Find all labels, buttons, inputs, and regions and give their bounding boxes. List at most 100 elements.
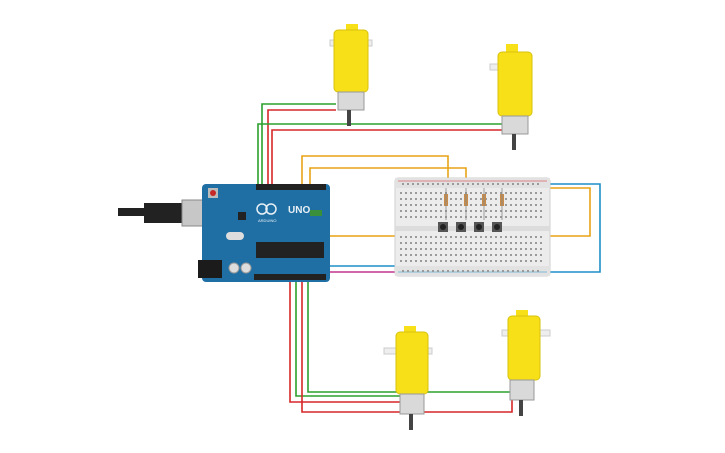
breadboard-hole <box>465 254 467 256</box>
breadboard-hole <box>515 192 517 194</box>
breadboard-hole <box>420 204 422 206</box>
breadboard-rail-hole <box>492 270 494 272</box>
breadboard-rail-hole <box>422 183 424 185</box>
breadboard-hole <box>425 242 427 244</box>
breadboard-rail-hole <box>447 183 449 185</box>
breadboard-hole <box>420 236 422 238</box>
breadboard-hole <box>515 210 517 212</box>
breadboard-hole <box>445 242 447 244</box>
breadboard-hole <box>435 216 437 218</box>
breadboard-hole <box>455 204 457 206</box>
breadboard-hole <box>420 210 422 212</box>
breadboard-hole <box>480 242 482 244</box>
breadboard-hole <box>510 216 512 218</box>
breadboard-hole <box>440 204 442 206</box>
resistors <box>444 188 504 220</box>
breadboard-hole <box>515 254 517 256</box>
breadboard-hole <box>510 198 512 200</box>
breadboard <box>394 177 551 277</box>
breadboard-hole <box>400 254 402 256</box>
breadboard-hole <box>405 198 407 200</box>
breadboard-hole <box>450 210 452 212</box>
breadboard-hole <box>425 248 427 250</box>
breadboard-hole <box>530 204 532 206</box>
breadboard-hole <box>400 192 402 194</box>
breadboard-hole <box>520 236 522 238</box>
breadboard-hole <box>540 210 542 212</box>
breadboard-hole <box>430 248 432 250</box>
breadboard-hole <box>435 210 437 212</box>
pushbuttons[interactable] <box>438 222 502 232</box>
breadboard-rail-hole <box>497 183 499 185</box>
breadboard-hole <box>405 242 407 244</box>
breadboard-hole <box>520 248 522 250</box>
breadboard-rail-hole <box>412 270 414 272</box>
breadboard-hole <box>525 254 527 256</box>
breadboard-hole <box>435 248 437 250</box>
breadboard-hole <box>435 260 437 262</box>
breadboard-hole <box>530 236 532 238</box>
breadboard-hole <box>405 210 407 212</box>
breadboard-hole <box>525 198 527 200</box>
breadboard-hole <box>445 260 447 262</box>
breadboard-hole <box>410 198 412 200</box>
breadboard-hole <box>450 242 452 244</box>
breadboard-rail-hole <box>467 183 469 185</box>
breadboard-rail-hole <box>412 183 414 185</box>
breadboard-rail-hole <box>407 183 409 185</box>
breadboard-hole <box>450 248 452 250</box>
breadboard-hole <box>500 260 502 262</box>
breadboard-hole <box>415 236 417 238</box>
breadboard-hole <box>405 236 407 238</box>
breadboard-hole <box>425 216 427 218</box>
breadboard-hole <box>400 242 402 244</box>
breadboard-hole <box>530 216 532 218</box>
wire-blue-2 <box>540 183 601 273</box>
breadboard-hole <box>405 204 407 206</box>
breadboard-hole <box>515 204 517 206</box>
breadboard-hole <box>460 204 462 206</box>
breadboard-hole <box>485 236 487 238</box>
breadboard-hole <box>505 204 507 206</box>
breadboard-hole <box>450 216 452 218</box>
atmega-chip <box>256 242 324 258</box>
breadboard-rail-hole <box>447 270 449 272</box>
breadboard-hole <box>485 260 487 262</box>
breadboard-rail-hole <box>472 183 474 185</box>
breadboard-hole <box>430 216 432 218</box>
breadboard-hole <box>515 260 517 262</box>
wire-green-motor-bottom-right <box>307 268 512 393</box>
breadboard-hole <box>475 260 477 262</box>
breadboard-hole <box>420 242 422 244</box>
breadboard-rail-hole <box>522 270 524 272</box>
breadboard-rail-hole <box>527 183 529 185</box>
breadboard-rail-hole <box>402 183 404 185</box>
breadboard-hole <box>515 248 517 250</box>
breadboard-hole <box>510 210 512 212</box>
breadboard-hole <box>485 248 487 250</box>
breadboard-hole <box>430 210 432 212</box>
breadboard-hole <box>450 204 452 206</box>
breadboard-hole <box>540 236 542 238</box>
wire-green-motor-bottom-left <box>295 268 400 397</box>
breadboard-hole <box>510 236 512 238</box>
breadboard-hole <box>465 242 467 244</box>
breadboard-hole <box>470 216 472 218</box>
breadboard-hole <box>430 242 432 244</box>
breadboard-hole <box>430 260 432 262</box>
breadboard-rail-hole <box>427 183 429 185</box>
breadboard-rail-hole <box>432 183 434 185</box>
breadboard-hole <box>400 198 402 200</box>
breadboard-hole <box>475 204 477 206</box>
breadboard-hole <box>400 210 402 212</box>
breadboard-rail-hole <box>452 183 454 185</box>
breadboard-hole <box>535 192 537 194</box>
breadboard-rail-hole <box>432 270 434 272</box>
breadboard-hole <box>460 242 462 244</box>
breadboard-hole <box>470 198 472 200</box>
breadboard-hole <box>480 210 482 212</box>
breadboard-hole <box>525 210 527 212</box>
breadboard-rail-hole <box>532 270 534 272</box>
breadboard-hole <box>530 242 532 244</box>
breadboard-rail-hole <box>487 183 489 185</box>
